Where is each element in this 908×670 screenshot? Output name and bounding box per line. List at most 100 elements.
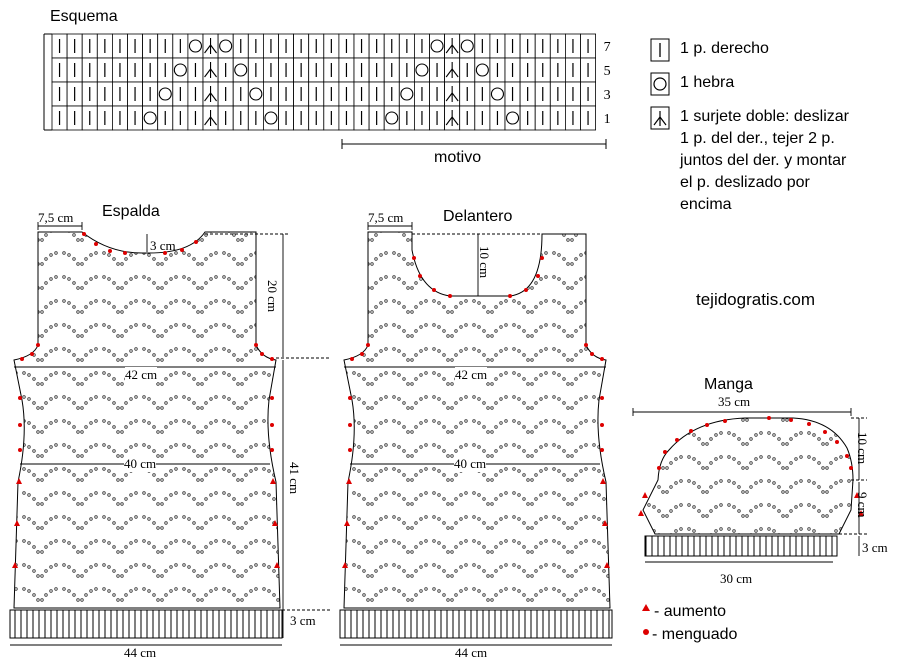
chart-cell xyxy=(368,33,385,59)
chart-cell xyxy=(338,33,355,59)
chart-cell xyxy=(565,33,581,59)
front-title: Delantero xyxy=(443,208,513,225)
increase-marker-icon xyxy=(642,604,650,611)
chart-cell xyxy=(323,105,340,131)
chart-row-number: 1 xyxy=(604,112,611,127)
chart-cell xyxy=(112,33,128,59)
chart-cell xyxy=(127,105,144,131)
chart-cell xyxy=(338,57,355,83)
chart-cell xyxy=(353,33,370,59)
back-body-height-dim: 41 cm xyxy=(287,462,302,495)
chart-cell xyxy=(66,105,83,131)
chart-cell xyxy=(429,105,446,131)
chart-cell xyxy=(474,105,491,131)
chart-cell xyxy=(127,33,144,59)
sleeve-body-height-dim: 9 cm xyxy=(855,492,870,518)
chart-cell xyxy=(398,57,415,83)
back-title: Espalda xyxy=(102,203,160,220)
motif-bracket xyxy=(341,139,607,149)
chart-cell xyxy=(519,57,536,83)
chart-cell xyxy=(504,81,521,107)
chart-cell xyxy=(534,33,551,59)
chart-cell xyxy=(81,33,98,59)
front-chest-width-dim: 42 cm xyxy=(455,367,488,383)
chart-cell xyxy=(262,33,279,59)
chart-cell xyxy=(202,57,219,83)
chart-cell xyxy=(383,81,400,107)
chart-cell xyxy=(247,81,264,107)
chart-row-number: 7 xyxy=(604,40,611,55)
chart-cell xyxy=(565,57,581,83)
front-piece xyxy=(339,222,613,646)
chart-cell xyxy=(580,81,597,107)
motif-label: motivo xyxy=(434,149,482,166)
back-armhole-height-dim: 20 cm xyxy=(265,280,280,313)
chart-cell xyxy=(459,105,476,131)
chart-cell xyxy=(353,105,370,131)
chart-cell xyxy=(172,33,189,59)
sleeve-cuff-height-dim: 3 cm xyxy=(862,540,888,555)
chart-cell xyxy=(157,33,174,59)
chart-cell xyxy=(383,57,400,83)
chart-cell xyxy=(474,57,491,83)
chart-cell xyxy=(308,105,325,131)
chart-cell xyxy=(413,105,430,131)
chart-cell xyxy=(429,57,446,83)
sleeve-piece xyxy=(632,408,867,563)
chart-cell xyxy=(383,105,400,131)
front-decrease-markers xyxy=(348,256,604,452)
chart-cell xyxy=(217,33,234,59)
chart-cell xyxy=(247,57,264,83)
chart-cell xyxy=(429,33,446,59)
chart-cell xyxy=(278,81,295,107)
chart-cell xyxy=(519,105,536,131)
chart-cell xyxy=(142,81,159,107)
chart-cell xyxy=(187,57,204,83)
legend-dd-line-1: 1 surjete doble: deslizar xyxy=(680,108,849,125)
back-shoulder-dim: 7,5 cm xyxy=(38,210,74,225)
increase-key-label: - aumento xyxy=(654,603,727,620)
chart-cell xyxy=(459,57,476,83)
front-waist-width-dim: 40 cm xyxy=(454,456,487,472)
back-bottom-width-dim: 44 cm xyxy=(124,645,157,660)
chart-cell xyxy=(504,33,521,59)
chart-cell xyxy=(444,57,461,83)
chart-cell xyxy=(580,57,597,83)
chart-cell xyxy=(66,57,83,83)
chart-cell xyxy=(293,33,310,59)
chart-cell xyxy=(353,57,370,83)
chart-cell xyxy=(398,33,415,59)
back-decrease-markers xyxy=(18,232,274,452)
chart-cell xyxy=(323,57,340,83)
chart-cell xyxy=(323,33,340,59)
decrease-marker-icon xyxy=(643,629,649,635)
chart-cell xyxy=(112,105,128,131)
chart-row-number: 3 xyxy=(604,88,611,103)
chart-cell xyxy=(293,105,310,131)
chart-cell xyxy=(157,81,174,107)
chart-cell xyxy=(187,33,204,59)
chart-cell xyxy=(549,81,566,107)
chart-cell xyxy=(232,105,249,131)
chart-cell xyxy=(444,81,461,107)
chart-cell xyxy=(549,33,566,59)
chart-cell xyxy=(534,81,551,107)
chart-cell xyxy=(157,105,174,131)
chart-cell xyxy=(278,57,295,83)
knit-stitch-icon xyxy=(650,38,670,62)
chart-cell xyxy=(489,81,506,107)
chart-cell xyxy=(429,81,446,107)
chart-cell xyxy=(96,33,113,59)
legend-yarnover-label: 1 hebra xyxy=(680,74,735,91)
chart-cell xyxy=(413,57,430,83)
front-increase-markers xyxy=(342,478,610,568)
front-bottom-width-dim: 44 cm xyxy=(455,645,488,660)
chart-title: Esquema xyxy=(50,8,118,25)
chart-cell xyxy=(247,33,264,59)
website-label: tejidogratis.com xyxy=(696,290,816,309)
chart-cell xyxy=(96,81,113,107)
chart-cell xyxy=(247,105,264,131)
chart-cell xyxy=(202,105,219,131)
chart-cell xyxy=(338,81,355,107)
